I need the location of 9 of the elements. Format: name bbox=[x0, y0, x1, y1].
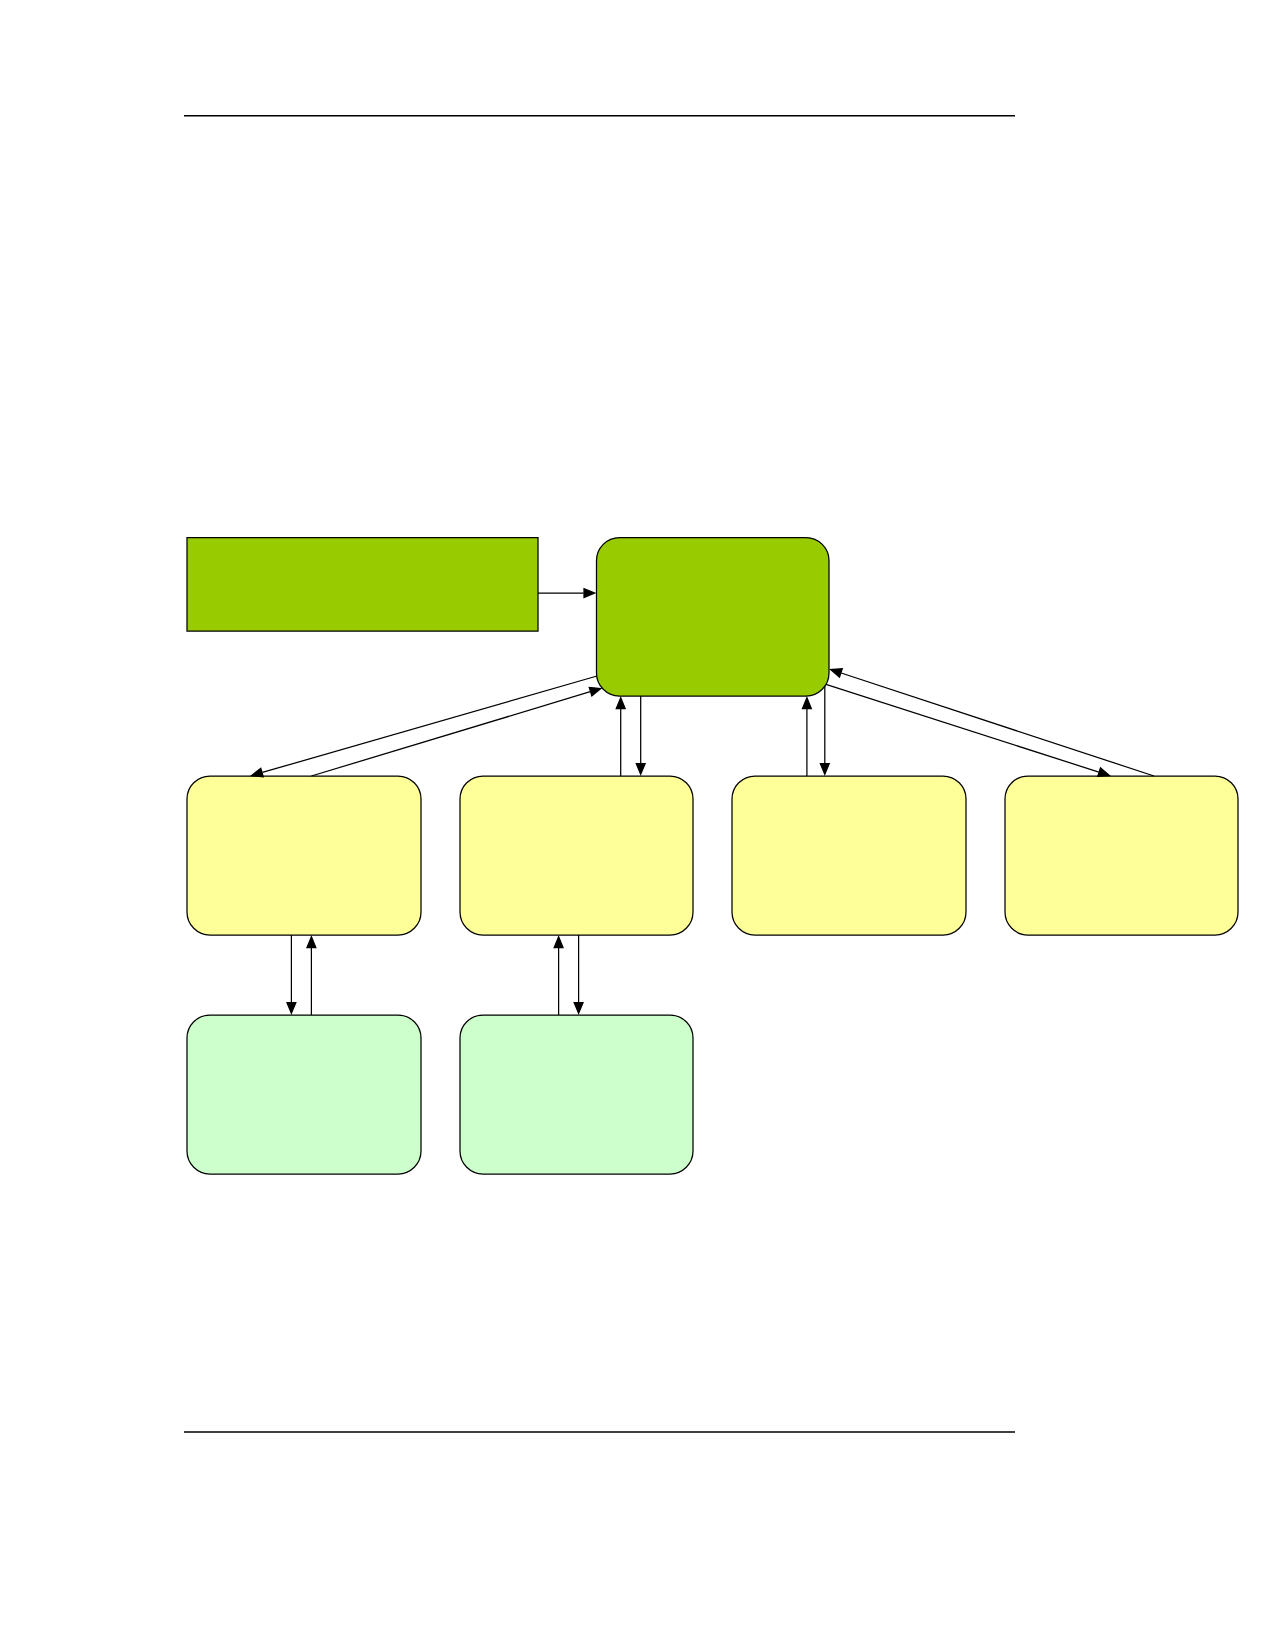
rounded-box bbox=[1004, 775, 1239, 936]
rectangle-box bbox=[186, 537, 539, 632]
arrow bbox=[825, 683, 1111, 778]
rounded-box bbox=[186, 775, 422, 936]
rounded-box bbox=[731, 775, 967, 936]
rounded-box bbox=[459, 775, 694, 936]
rounded-box bbox=[459, 1014, 694, 1175]
rounded-box bbox=[186, 1014, 422, 1175]
rounded-box bbox=[595, 537, 830, 697]
